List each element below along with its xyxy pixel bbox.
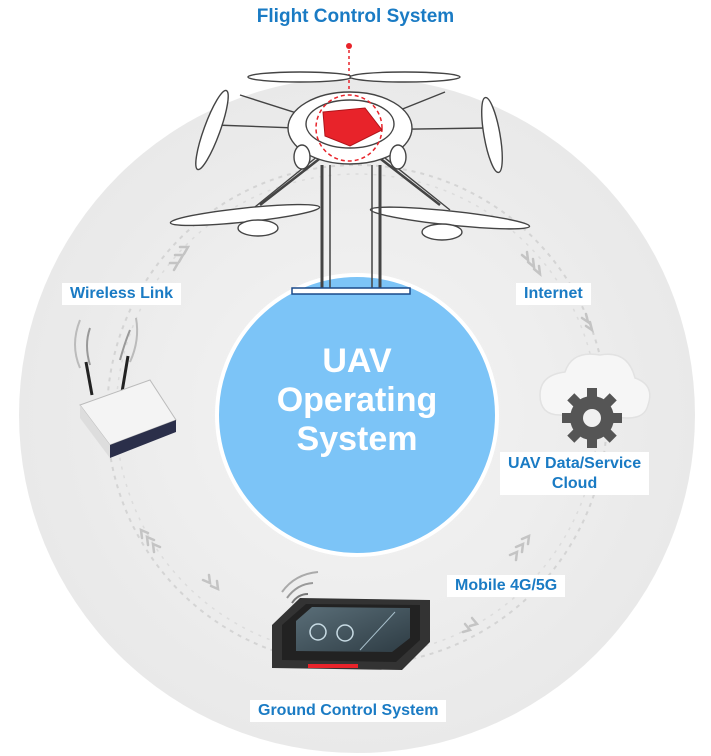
center-label-line2: Operating [276, 381, 438, 419]
router-icon [74, 317, 177, 458]
title-flight-control-system: Flight Control System [256, 6, 455, 27]
label-mobile: Mobile 4G/5G [447, 575, 566, 597]
chevron-icon [139, 245, 594, 634]
cloud-gear-icon [539, 353, 651, 448]
drone-icon [169, 43, 531, 295]
label-cloud-line2: Cloud [551, 475, 598, 492]
label-cloud: UAV Data/Service Cloud [500, 452, 650, 495]
center-label-line1: UAV [322, 342, 392, 380]
tablet-icon [272, 571, 430, 670]
label-cloud-line1: UAV Data/Service [508, 455, 642, 472]
label-internet: Internet [516, 283, 591, 305]
center-label-line3: System [296, 420, 418, 458]
center-circle [215, 273, 499, 557]
label-wireless-link: Wireless Link [62, 283, 182, 305]
label-ground-control-system: Ground Control System [250, 700, 447, 722]
